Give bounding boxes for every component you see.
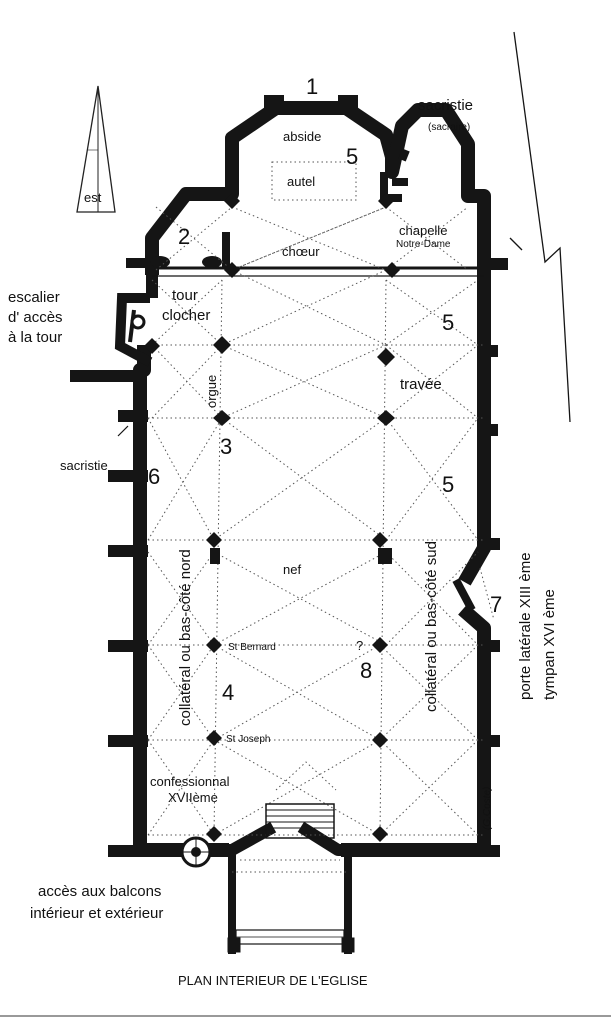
label-escalier-1: escalier [8, 289, 60, 306]
label-porte-1: porte latérale XIII ème [517, 552, 534, 700]
label-autel: autel [287, 174, 315, 189]
label-sacristie-top: sacristie [418, 97, 473, 114]
label-abside: abside [283, 129, 321, 144]
label-clocher: clocher [162, 307, 210, 324]
marker-5-apse: 5 [346, 144, 358, 169]
label-st-bernard: St Bernard [228, 642, 276, 653]
entrance-steps [227, 803, 355, 953]
spiral-stair-icon [180, 836, 212, 868]
marker-8: 8 [360, 658, 372, 683]
marker-5-south: 5 [442, 472, 454, 497]
marker-3: 3 [220, 434, 232, 459]
label-orgue: orgue [204, 375, 219, 408]
marker-7: 7 [490, 592, 502, 617]
label-chapelle: chapelle [399, 223, 447, 238]
altar-outline [271, 161, 357, 201]
choir-rail [150, 232, 484, 277]
south-buttresses [264, 95, 508, 857]
label-tour: tour [172, 287, 198, 304]
question-mark: ? [356, 638, 363, 653]
marker-1: 1 [306, 74, 318, 99]
label-notre-dame: Notre-Dame [396, 239, 451, 250]
side-door [452, 567, 495, 621]
marker-6: 6 [148, 464, 160, 489]
label-collateral-nord: collatéral ou bas-côté nord [177, 549, 194, 726]
label-escalier-2: d' accès [8, 309, 63, 326]
label-collateral-sud: collatéral ou bas-côté sud [423, 541, 440, 712]
page-title: PLAN INTERIEUR DE L'EGLISE [178, 973, 368, 988]
label-acces-2: intérieur et extérieur [30, 905, 163, 922]
label-choeur: chœur [282, 244, 320, 259]
label-escalier-3: à la tour [8, 329, 62, 346]
label-porte-2: tympan XVI ème [541, 589, 558, 700]
terrain-line [513, 31, 571, 423]
pillars [144, 193, 400, 842]
north-buttresses [70, 258, 156, 857]
label-sacraire: (sacraire) [428, 122, 470, 133]
marker-2: 2 [178, 224, 190, 249]
label-acces-1: accès aux balcons [38, 883, 161, 900]
vault-lines [147, 206, 484, 873]
label-credit: (G.Coste) [482, 787, 493, 830]
label-st-joseph: St Joseph [226, 734, 270, 745]
label-travee: travée [400, 376, 442, 393]
label-confessionnal-1: confessionnal [150, 774, 230, 789]
marker-4: 4 [222, 680, 234, 705]
label-confessionnal-2: XVIIème [168, 790, 218, 805]
label-nef: nef [283, 562, 301, 577]
compass-arrow-icon [76, 85, 116, 213]
compass-label: est [84, 190, 102, 205]
stair-tower [114, 293, 153, 367]
marker-5-north: 5 [442, 310, 454, 335]
label-sacristie-left: sacristie [60, 458, 108, 473]
